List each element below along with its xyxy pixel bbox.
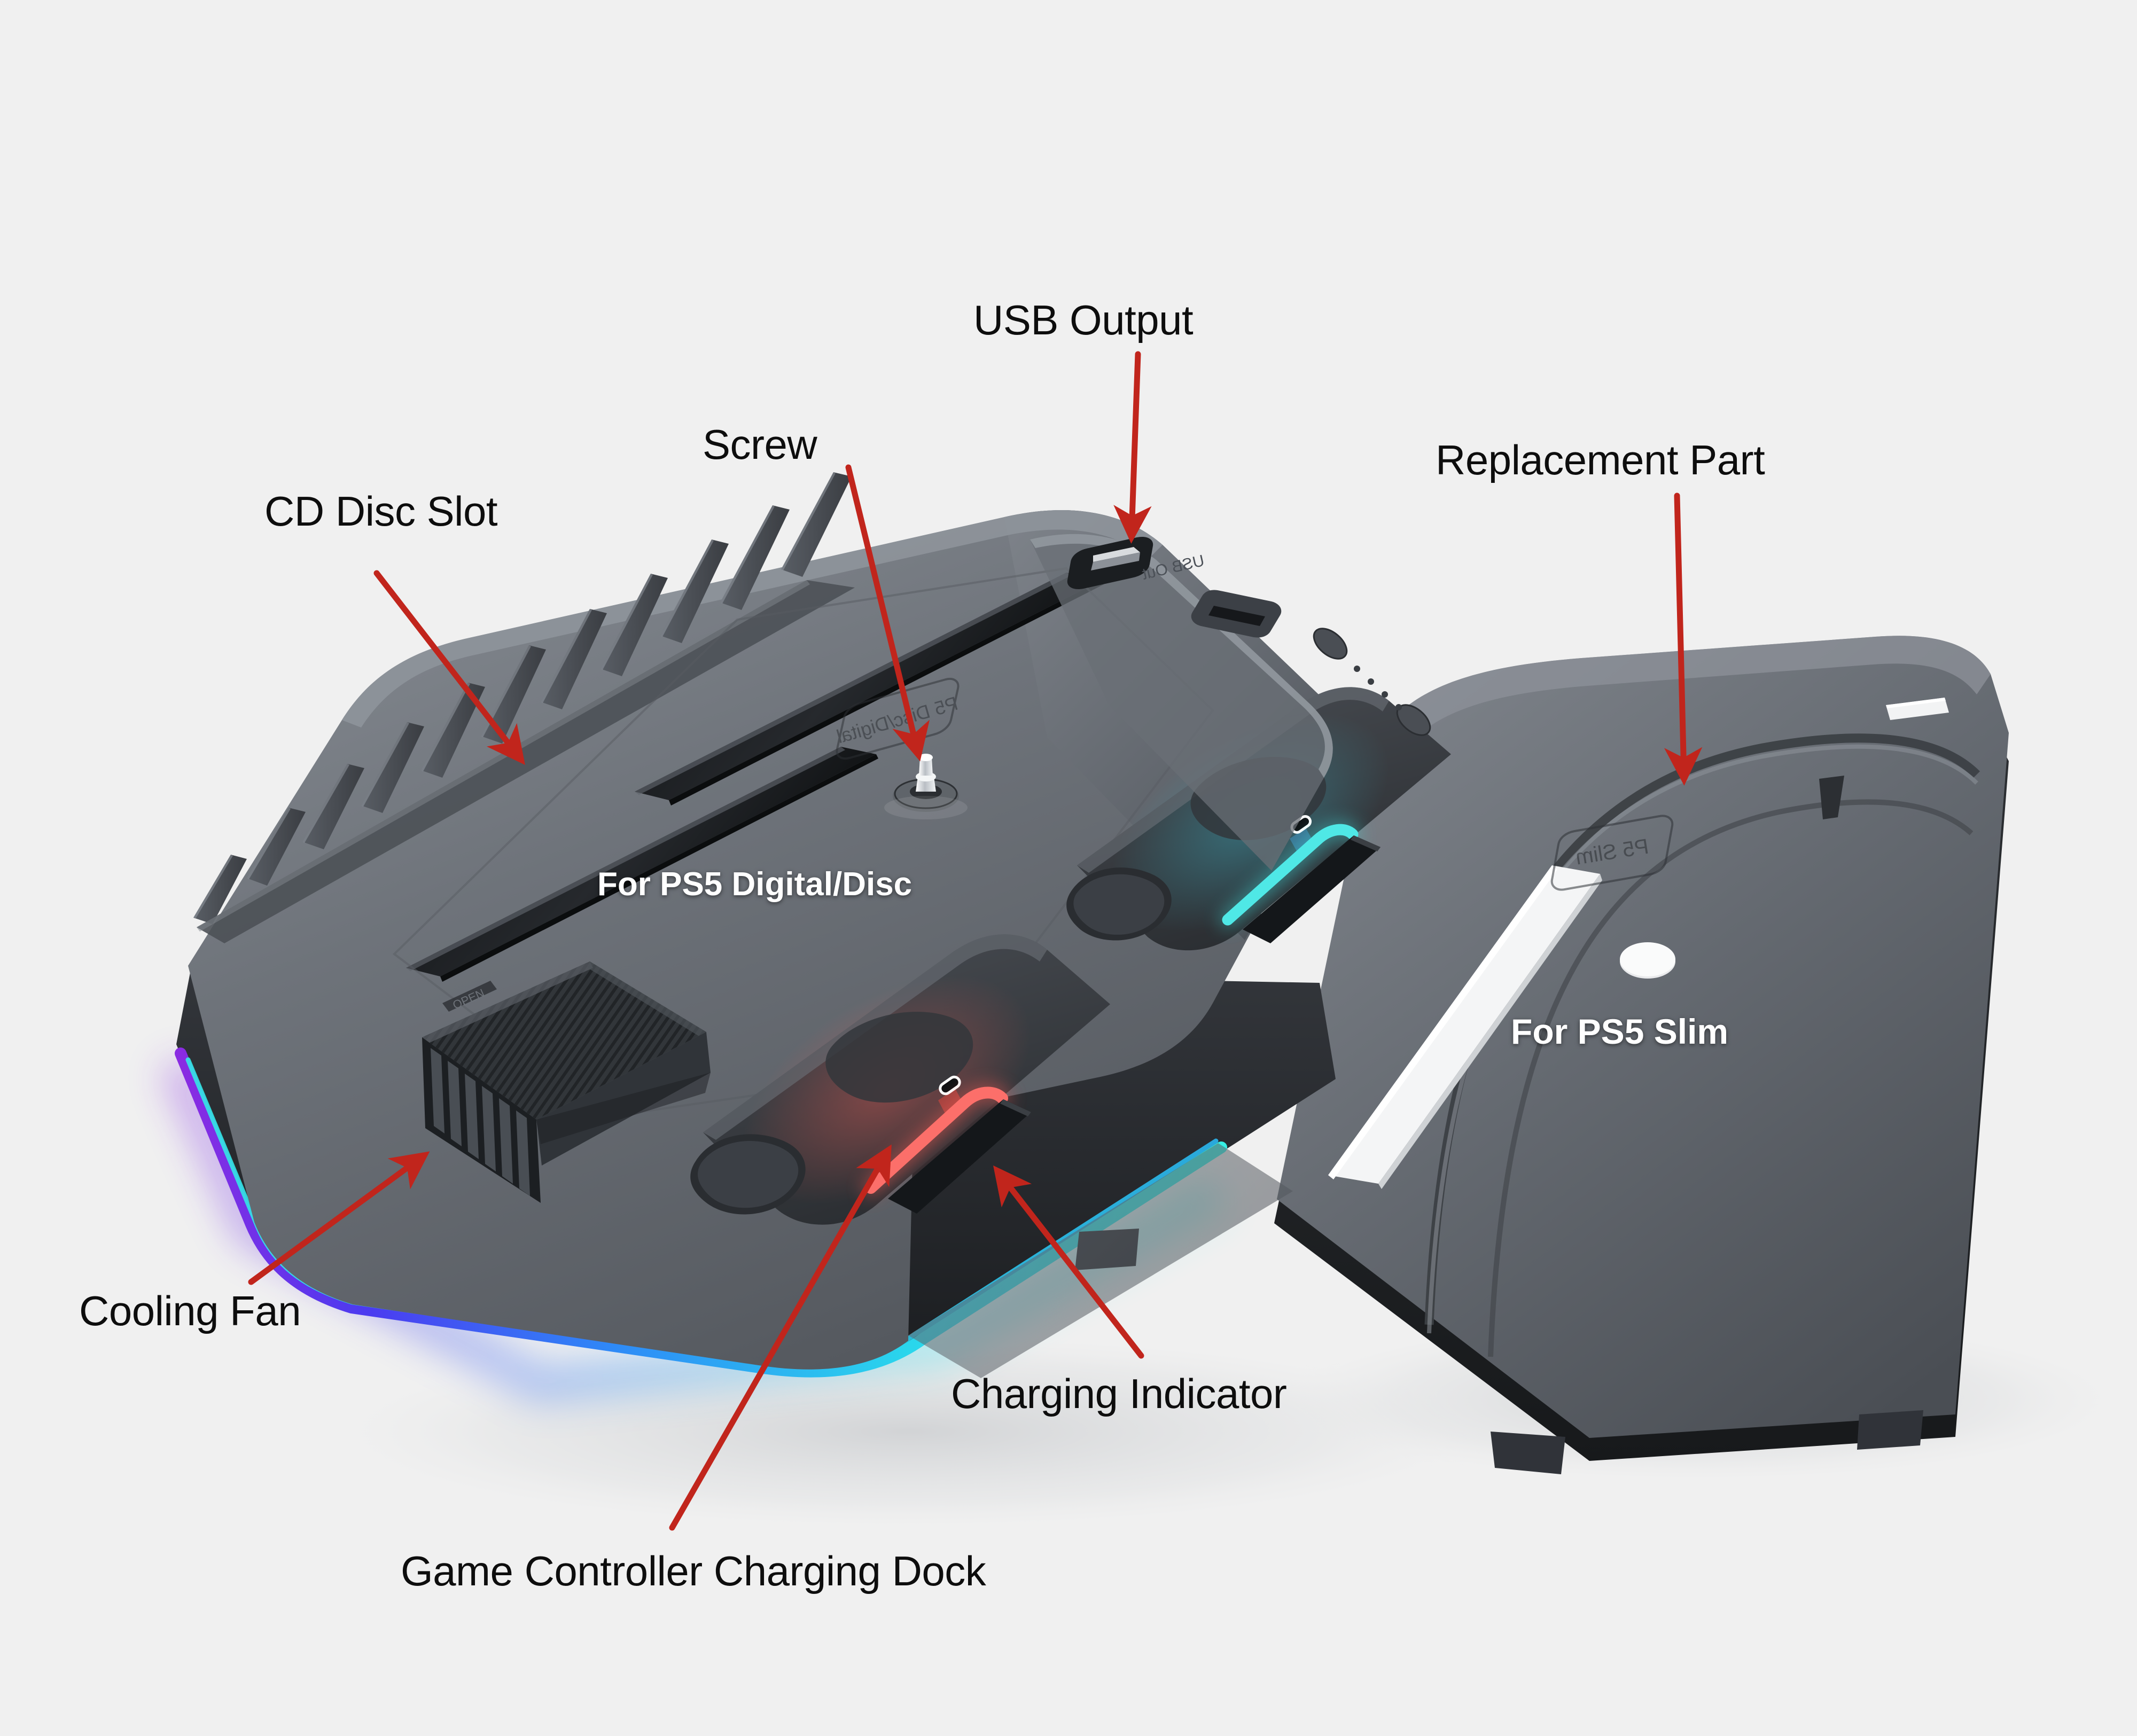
callout-charging-dock: Game Controller Charging Dock <box>401 1547 986 1594</box>
callout-cooling-fan: Cooling Fan <box>79 1287 301 1334</box>
callout-screw: Screw <box>703 421 817 468</box>
callout-charging-indicator: Charging Indicator <box>951 1370 1287 1417</box>
secondary-port <box>1191 590 1282 638</box>
callout-usb-output: USB Output <box>973 296 1194 343</box>
panel-mount-slot <box>1328 865 1602 1189</box>
arrow-replacement <box>1664 492 1703 786</box>
replacement-panel: P5 Slim <box>1274 636 2009 1474</box>
cooling-fan <box>422 961 711 1203</box>
charging-dock-front <box>690 934 1110 1225</box>
body-label-ps5-slim: For PS5 Slim <box>1511 1012 1729 1051</box>
arrow-screw <box>845 464 930 762</box>
button-1 <box>1313 628 1348 660</box>
arrow-charging-dock <box>669 1144 892 1531</box>
cd-disc-slot-fins <box>193 472 855 943</box>
main-unit: P5 Disc/Digital <box>159 472 1451 1403</box>
callout-arrows <box>248 351 1703 1531</box>
arrow-usb-output <box>1113 351 1152 544</box>
button-dots <box>1354 666 1402 710</box>
fan-vent-fins <box>431 1048 530 1196</box>
callout-replacement-part: Replacement Part <box>1436 436 1765 483</box>
top-buttons <box>1313 628 1431 736</box>
charging-indicator-red <box>862 1083 1011 1197</box>
charging-indicator-cyan <box>1219 821 1361 928</box>
arrow-charging-ind <box>993 1165 1144 1359</box>
body-label-ps5-digital-disc: For PS5 Digital/Disc <box>597 866 912 903</box>
console-grooves <box>406 573 1104 982</box>
callout-cd-disc-slot: CD Disc Slot <box>264 488 498 535</box>
panel-foot-left <box>1491 1432 1565 1474</box>
arrow-cd-disc-slot <box>373 570 525 765</box>
arrow-cooling-fan <box>248 1151 430 1285</box>
panel-foot-right <box>1857 1410 1923 1450</box>
